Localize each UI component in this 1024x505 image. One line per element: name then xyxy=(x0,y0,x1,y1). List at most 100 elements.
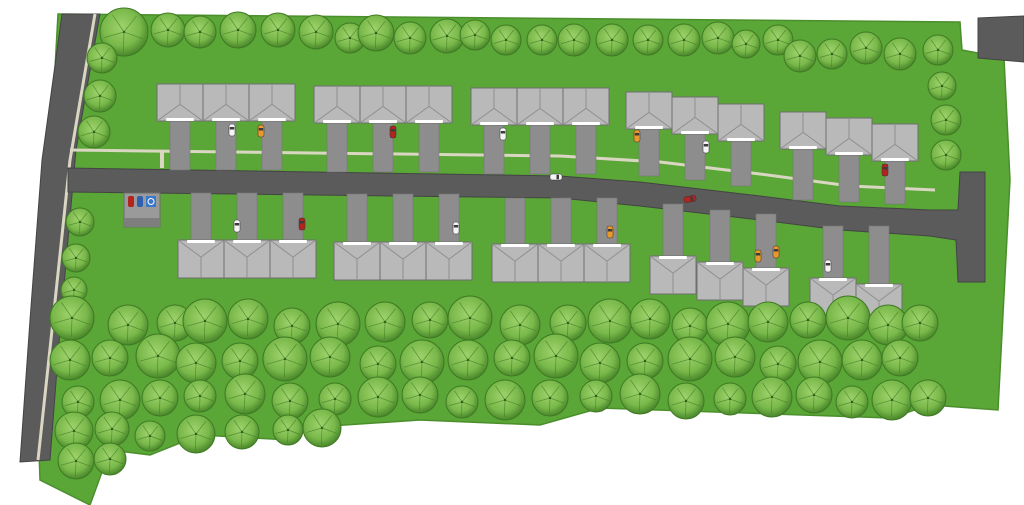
north-home-13 xyxy=(779,111,827,150)
tree-icon xyxy=(667,382,705,420)
tree-icon xyxy=(399,339,445,385)
tree-icon xyxy=(99,7,149,57)
car-icon xyxy=(549,173,563,181)
north-home-8 xyxy=(516,87,564,126)
tree-icon xyxy=(705,301,751,347)
tree-icon xyxy=(134,420,166,452)
tree-icon xyxy=(783,39,817,73)
parked-car-blue xyxy=(137,196,143,207)
tree-icon xyxy=(595,23,629,57)
tree-icon xyxy=(459,19,491,51)
tree-icon xyxy=(632,24,664,56)
car-icon xyxy=(298,217,306,231)
north-home-10 xyxy=(625,91,673,130)
tree-icon xyxy=(49,339,91,381)
tree-icon xyxy=(499,304,541,346)
tree-icon xyxy=(747,301,789,343)
south-home-4 xyxy=(333,241,381,281)
north-home-9 xyxy=(562,87,610,126)
driveways xyxy=(169,120,906,285)
car-icon xyxy=(389,125,397,139)
north-driveway-14 xyxy=(838,154,860,203)
tree-icon xyxy=(86,42,118,74)
tree-icon xyxy=(579,379,613,413)
tree-icon xyxy=(298,14,334,50)
tree-icon xyxy=(401,376,439,414)
north-homes xyxy=(156,83,919,162)
tree-icon xyxy=(883,37,917,71)
tree-icon xyxy=(219,11,257,49)
tree-icon xyxy=(318,382,352,416)
south-driveway-11 xyxy=(709,209,731,263)
tree-icon xyxy=(825,295,871,341)
car-icon xyxy=(257,124,265,138)
north-driveway-3 xyxy=(261,120,283,171)
northeast-road-stub xyxy=(977,15,1024,63)
south-driveway-2 xyxy=(236,192,258,241)
tree-icon xyxy=(176,414,216,454)
tree-icon xyxy=(447,295,493,341)
south-driveway-4 xyxy=(346,193,368,243)
north-home-2 xyxy=(202,83,250,122)
tree-icon xyxy=(393,21,427,55)
tree-icon xyxy=(61,243,91,273)
north-home-1 xyxy=(156,83,204,122)
south-driveway-14 xyxy=(868,225,890,285)
tree-icon xyxy=(587,298,633,344)
tree-icon xyxy=(150,12,186,48)
tree-icon xyxy=(490,24,522,56)
tree-icon xyxy=(881,339,919,377)
north-driveway-9 xyxy=(575,124,597,175)
south-driveway-8 xyxy=(550,197,572,245)
car-icon xyxy=(633,129,641,143)
tree-icon xyxy=(411,301,449,339)
north-home-5 xyxy=(359,85,407,124)
wheelchair-accessible-icon xyxy=(146,196,156,207)
north-driveway-13 xyxy=(792,148,814,201)
south-home-8 xyxy=(537,243,585,283)
tree-icon xyxy=(141,379,179,417)
subdivision-road xyxy=(67,167,986,283)
north-driveway-4 xyxy=(326,122,348,173)
tree-icon xyxy=(762,24,794,56)
tree-icon xyxy=(135,333,181,379)
tree-icon xyxy=(83,79,117,113)
tree-icon xyxy=(93,442,127,476)
tree-icon xyxy=(429,18,465,54)
north-home-7 xyxy=(470,87,518,126)
north-driveway-6 xyxy=(418,122,440,173)
tree-icon xyxy=(526,24,558,56)
car-icon xyxy=(824,259,832,273)
tree-icon xyxy=(816,38,848,70)
parked-car-red xyxy=(128,196,134,207)
tree-icon xyxy=(224,414,260,450)
tree-icon xyxy=(309,336,351,378)
cars xyxy=(228,123,889,273)
car-icon xyxy=(606,225,614,239)
south-home-6 xyxy=(425,241,473,281)
tree-icon xyxy=(797,339,843,385)
north-home-12 xyxy=(717,103,765,142)
tree-icon xyxy=(273,307,311,345)
tree-icon xyxy=(175,342,217,384)
tree-icon xyxy=(224,373,266,415)
tree-icon xyxy=(714,336,756,378)
south-home-11 xyxy=(696,261,744,301)
tree-icon xyxy=(871,379,913,421)
tree-icon xyxy=(221,342,259,380)
tree-icon xyxy=(271,382,309,420)
north-home-6 xyxy=(405,85,453,124)
tree-icon xyxy=(531,379,569,417)
south-driveway-6 xyxy=(438,193,460,243)
tree-icon xyxy=(183,379,217,413)
tree-icon xyxy=(493,339,531,377)
north-driveway-8 xyxy=(529,124,551,175)
tree-icon xyxy=(901,304,939,342)
tree-icon xyxy=(835,385,869,419)
tree-icon xyxy=(57,442,95,480)
car-icon xyxy=(452,221,460,235)
tree-icon xyxy=(930,104,962,136)
tree-icon xyxy=(77,115,111,149)
tree-icon xyxy=(91,339,129,377)
